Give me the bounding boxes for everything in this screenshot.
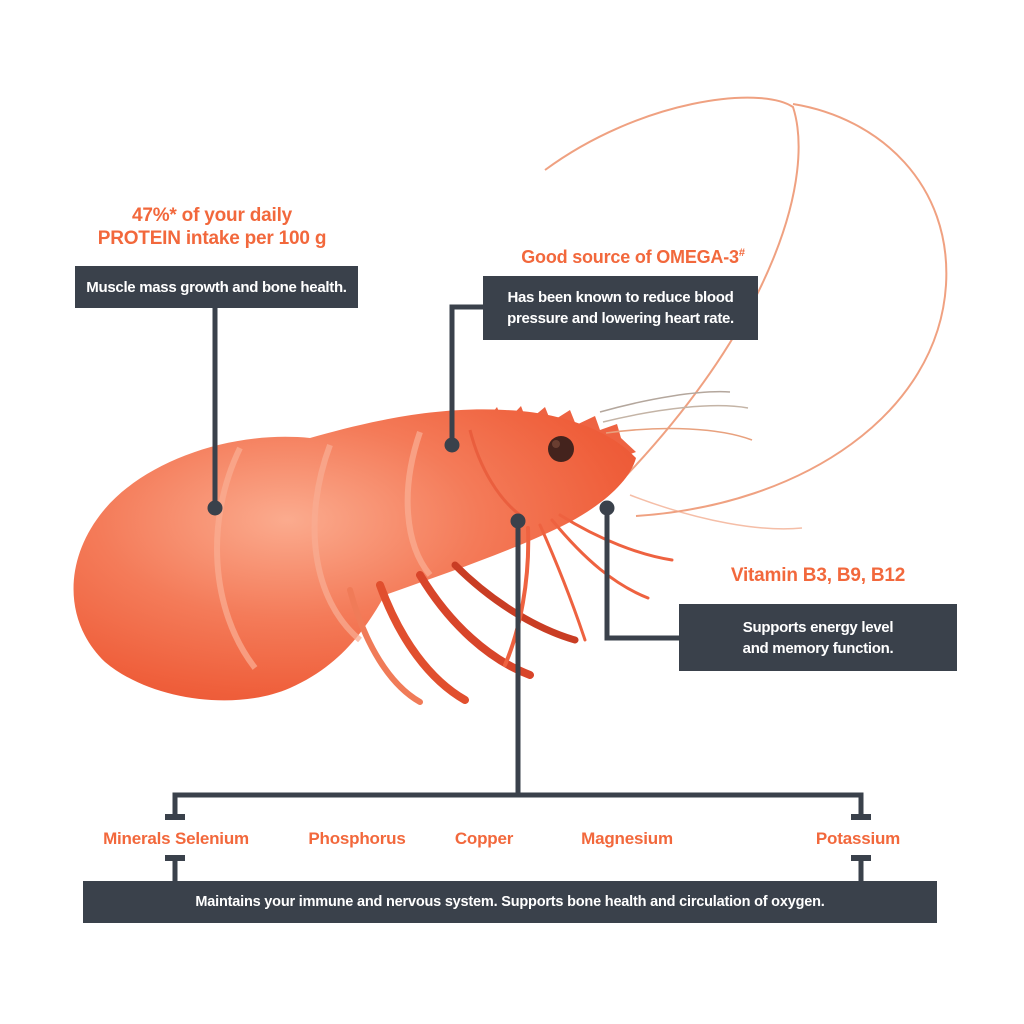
- connector-caps-and-dots: [165, 437, 871, 861]
- anchor-dot-vitamins: [599, 500, 615, 516]
- connector-line-minerals-span: [172, 792, 864, 816]
- anchor-dot-protein: [207, 500, 223, 516]
- shrimp-shell-segments: [214, 431, 433, 670]
- shrimp-pleopods: [347, 561, 579, 705]
- minerals-callout-text: Maintains your immune and nervous system…: [195, 894, 825, 910]
- connector-cap-left-lower: [165, 855, 185, 861]
- mineral-label-selenium: Minerals Selenium: [103, 829, 249, 848]
- connector-cap-left-upper: [165, 814, 185, 820]
- minerals-callout-bar: Maintains your immune and nervous system…: [83, 881, 937, 923]
- connectors: [172, 304, 864, 884]
- mineral-label-phosphorus: Phosphorus: [308, 829, 406, 848]
- protein-heading-line1: 47%* of your daily: [131, 205, 293, 226]
- protein-heading-line2: PROTEIN intake per 100 g: [97, 228, 327, 249]
- omega3-heading: Good source of OMEGA-3#: [483, 242, 783, 269]
- connector-line-omega3: [449, 304, 483, 443]
- shrimp-eye-highlight: [552, 440, 560, 448]
- vitamins-heading: Vitamin B3, B9, B12: [668, 564, 968, 587]
- vitamins-callout-line1: Supports energy level: [742, 618, 894, 636]
- protein-callout-box: Muscle mass growth and bone health.: [75, 266, 358, 308]
- shrimp-eye: [548, 436, 574, 462]
- omega3-callout-line1: Has been known to reduce blood: [507, 289, 734, 306]
- mineral-label-copper: Copper: [454, 829, 514, 848]
- shrimp-legs: [503, 513, 674, 667]
- shrimp-carapace-edge: [468, 429, 521, 517]
- omega3-callout-box: Has been known to reduce blood pressure …: [483, 276, 758, 340]
- vitamins-callout-line2: and memory function.: [742, 639, 894, 657]
- protein-heading: 47%* of your daily PROTEIN intake per 10…: [57, 204, 367, 250]
- vitamins-heading-text: Vitamin B3, B9, B12: [730, 565, 906, 586]
- connector-line-vitamins: [604, 510, 679, 641]
- anchor-dot-minerals: [510, 513, 526, 529]
- mineral-label-potassium: Potassium: [815, 829, 901, 848]
- shrimp-illustration: [73, 390, 753, 705]
- anchor-dot-omega3: [444, 437, 460, 453]
- protein-callout-text: Muscle mass growth and bone health.: [86, 278, 347, 296]
- omega3-heading-text: Good source of OMEGA-3: [521, 247, 739, 267]
- connector-cap-right-lower: [851, 855, 871, 861]
- connector-cap-right-upper: [851, 814, 871, 820]
- vitamins-callout-box: Supports energy level and memory functio…: [679, 604, 957, 671]
- shrimp-antennule-bristles: [599, 390, 753, 441]
- shrimp-antennae-arcs: [544, 96, 948, 530]
- mineral-label-magnesium: Magnesium: [581, 829, 673, 848]
- omega3-heading-footnote-mark: #: [738, 247, 745, 259]
- omega3-callout-line2: pressure and lowering heart rate.: [507, 310, 734, 327]
